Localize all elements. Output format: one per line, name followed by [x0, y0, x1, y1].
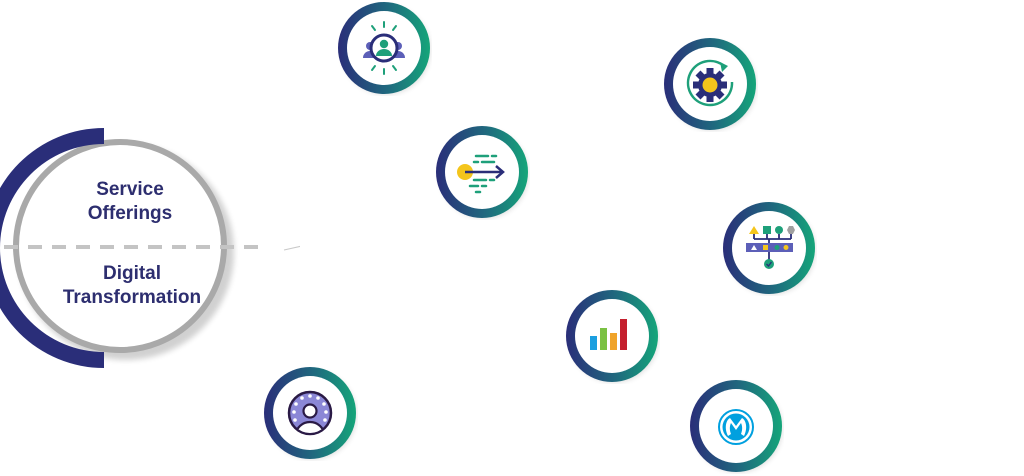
hub-graphic: [0, 128, 300, 368]
hub-bottom-label: Digital Transformation: [2, 262, 262, 310]
mulesoft-logo-icon: [718, 409, 754, 445]
hub-circle: Service Offerings Digital Transformation: [0, 126, 300, 370]
offerings-label: Offerings: [87, 203, 173, 224]
transformation-label: Transformation: [62, 287, 202, 308]
node-user-engagement[interactable]: [262, 365, 358, 461]
node-workflow-structure[interactable]: [721, 200, 817, 296]
user-circle-dots-icon: [287, 390, 333, 436]
hub-connector: [283, 245, 300, 251]
fast-forward-arrow-icon: [457, 154, 505, 194]
bar-chart-icon: [590, 319, 627, 350]
node-digital-acceleration[interactable]: [434, 124, 530, 220]
node-analytics[interactable]: [564, 288, 660, 384]
node-process-automation[interactable]: [662, 36, 758, 132]
hierarchy-flow-icon: [746, 226, 795, 269]
digital-label: Digital: [102, 263, 162, 284]
service-label: Service: [96, 179, 164, 200]
gear-cycle-icon: [686, 59, 734, 107]
node-customer-experience[interactable]: [336, 0, 432, 96]
hub-inner: [24, 148, 220, 344]
user-team-icon: [363, 21, 405, 75]
node-mulesoft[interactable]: [688, 378, 784, 474]
hub-top-label: Service Offerings: [0, 178, 260, 226]
